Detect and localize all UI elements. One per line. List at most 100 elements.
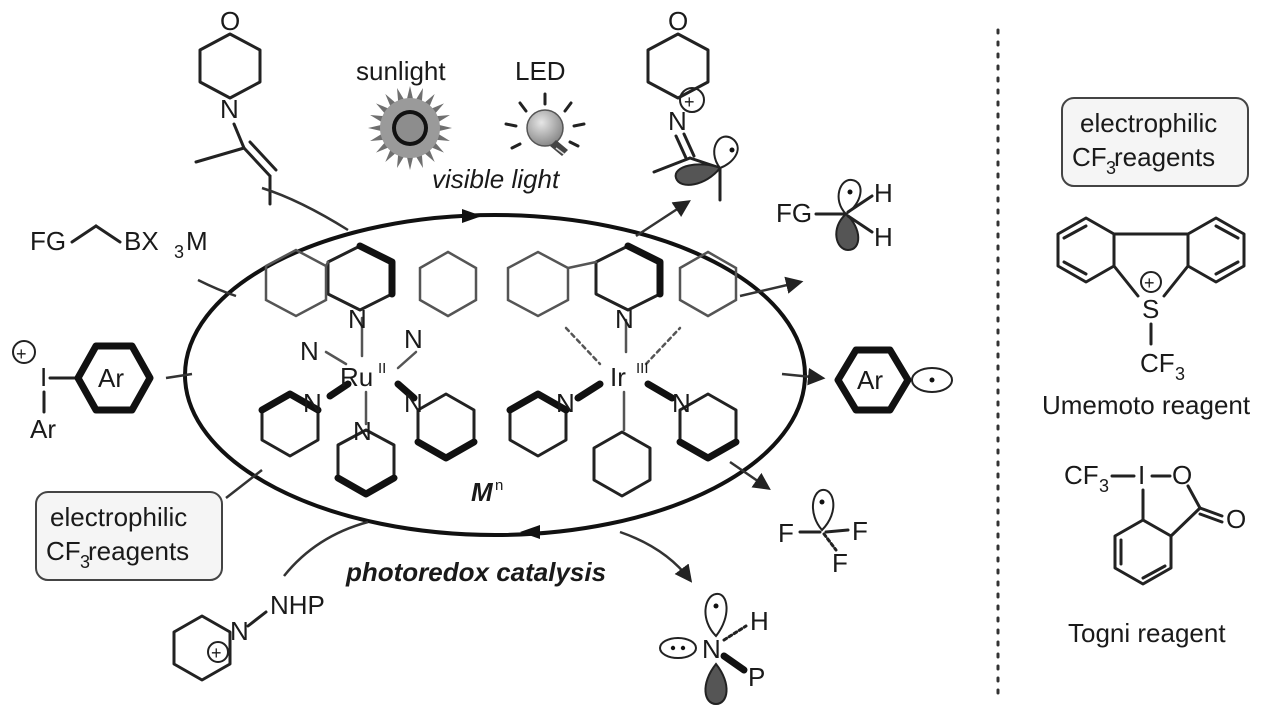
sun-ray [406, 86, 414, 101]
pyridinium-ring [172, 614, 232, 682]
togni-cf-sub: 3 [1099, 476, 1109, 496]
sun-ray [368, 124, 383, 132]
morpholine-ring [198, 32, 262, 100]
pyridinium-charge: + [211, 643, 222, 663]
cf3-box-right-cf: CF [1072, 142, 1107, 172]
ir-ppy-complex: N N N Ir III [506, 242, 740, 498]
cf3-arrow [729, 460, 771, 490]
iodonium-aryl-ring [74, 342, 154, 414]
metal-label: M [471, 477, 494, 507]
ru-bpy-complex: N N N N N N Ru II [258, 242, 478, 498]
togni-o-ring: O [1172, 460, 1192, 490]
ru-ring-right [418, 250, 478, 318]
umemoto-reagent: + S CF 3 Umemoto reagent [1042, 216, 1251, 420]
togni-cf: CF [1064, 460, 1099, 490]
borate-reagent: FG BX 3 M [30, 224, 208, 262]
ru-n-top: N [348, 304, 367, 334]
ir-ring-right-phenyl [678, 250, 738, 318]
amidyl-radical: N H P [659, 592, 769, 706]
light-sources: sunlight LED visible light [356, 56, 586, 194]
alkyl-orbital-top [837, 178, 862, 216]
ru-n-bottom-center: N [353, 416, 372, 446]
borate-sub: 3 [174, 242, 184, 262]
cf3-f3: F [832, 548, 848, 578]
aryl-radical: Ar [834, 346, 953, 414]
amidyl-orbital-bottom [704, 662, 728, 706]
amidyl-arrow [619, 530, 693, 583]
iminium-orbital-lobe-bottom [674, 163, 722, 186]
iodonium-ar-ring-label: Ar [98, 363, 124, 393]
borate-fg: FG [30, 226, 66, 256]
cf3-reagent-box-right: electrophilic CF 3 reagents [1061, 97, 1249, 187]
iminium-oxygen: O [668, 6, 688, 36]
ir-ring-top-phenyl [506, 250, 570, 318]
umemoto-cf: CF [1140, 348, 1175, 378]
cf3-box-left-arrow [225, 469, 263, 499]
iodonium-charge: + [16, 344, 27, 364]
enamine-arrow [261, 186, 349, 232]
togni-reagent: CF 3 I O O Togni reagent [1064, 460, 1246, 648]
borate-suffix: M [186, 226, 208, 256]
iminium-nitrogen: N [668, 106, 687, 136]
iodonium-arrow [165, 372, 193, 380]
cf3-box-left-sub: 3 [80, 552, 90, 572]
cf3-reagent-box-left: electrophilic CF 3 reagents [35, 491, 223, 581]
umemoto-charge: + [1144, 273, 1155, 293]
ir-n-right-lower: N [672, 388, 691, 418]
amidyl-orbital-top [704, 592, 728, 638]
ir-n-top: N [615, 304, 634, 334]
cf3-box-left-line1: electrophilic [50, 502, 187, 532]
ru-metal: Ru [340, 362, 373, 392]
cycle-arrowhead-bottom [520, 525, 540, 539]
iminium-radical: O + N [646, 6, 739, 202]
enamine-reagent: O N [194, 6, 278, 206]
alkyl-h1: H [874, 178, 893, 208]
sun-ray [437, 124, 452, 132]
visible-light-label: visible light [432, 164, 561, 194]
iodonium-iodine: I [40, 362, 47, 392]
umemoto-name: Umemoto reagent [1042, 390, 1251, 420]
togni-o-carbonyl: O [1226, 504, 1246, 534]
amidyl-p: P [748, 662, 765, 692]
ir-n-bottom-left: N [556, 388, 575, 418]
ir-ring-bottom-phenyl [592, 430, 652, 498]
cf3-orbital [812, 488, 835, 532]
alkyl-orbital-bottom [835, 212, 860, 252]
iminium-orbital-lobe-top [713, 135, 739, 170]
aryl-arrow [781, 367, 826, 386]
morpholine-nitrogen: N [220, 94, 239, 124]
ru-n-bottom-left: N [303, 388, 322, 418]
catalytic-cycle: M n photoredox catalysis [183, 209, 807, 587]
umemoto-cf-sub: 3 [1175, 364, 1185, 384]
cf3-f1: F [778, 518, 794, 548]
pyridinium-n: N [230, 616, 249, 646]
ir-oxidation-state: III [636, 360, 649, 377]
sunlight-label: sunlight [356, 56, 446, 86]
metal-superscript: n [495, 477, 503, 494]
aryl-radical-label: Ar [857, 365, 883, 395]
pyridinium-reagent: + N NHP [172, 590, 325, 682]
ru-n-left: N [300, 336, 319, 366]
pyridinium-nhp: NHP [270, 590, 325, 620]
borate-formula: BX [124, 226, 159, 256]
led-label: LED [515, 56, 566, 86]
cf3-box-right-sub: 3 [1106, 158, 1116, 178]
togni-benzene-ring [1113, 518, 1173, 586]
iminium-morpholine-ring [646, 32, 710, 100]
alkyl-fg: FG [776, 198, 812, 228]
cf3-radical: F F F [778, 488, 868, 578]
iodonium-ar-sub: Ar [30, 414, 56, 444]
alkyl-radical: FG H H [776, 178, 893, 252]
ru-ring-top-left [264, 248, 328, 318]
led-bulb-icon [504, 92, 586, 156]
iminium-arrow [635, 200, 691, 238]
amidyl-n: N [702, 634, 721, 664]
iminium-charge: + [684, 92, 695, 112]
amidyl-lone-pair [659, 637, 697, 659]
sun-icon [368, 86, 452, 170]
cf3-box-left-cf: CF [46, 536, 81, 566]
aryl-radical-ring [834, 346, 912, 414]
alkyl-arrow [739, 276, 804, 298]
cf3-box-right-suffix: reagents [1114, 142, 1215, 172]
